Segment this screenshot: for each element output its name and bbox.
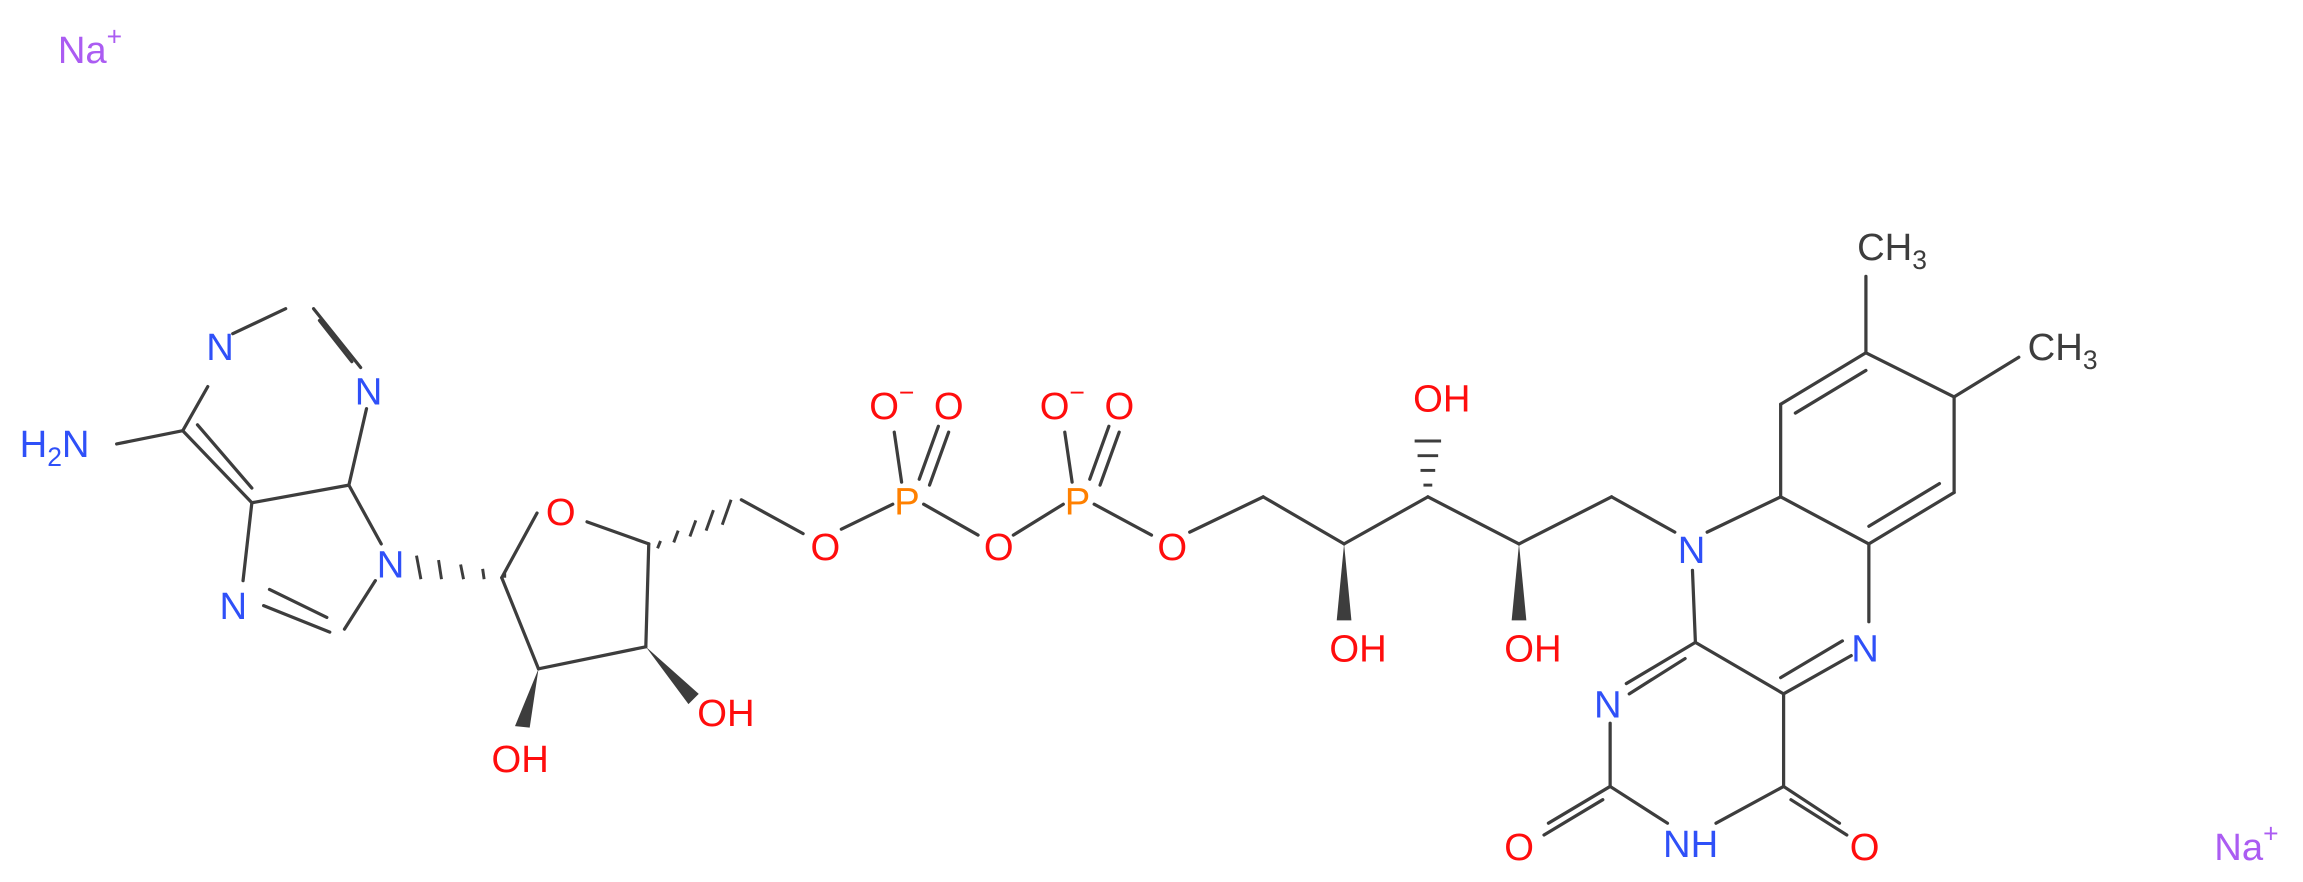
flavin-n3-h: NH xyxy=(1663,823,1718,866)
adenine-n7: N xyxy=(220,585,248,628)
bridge-oxygen: O xyxy=(984,526,1014,569)
adenine-n3: N xyxy=(355,370,383,413)
ribose-3-hydroxyl: OH xyxy=(697,692,754,735)
bonds xyxy=(115,274,2021,837)
phosphoryl-oxygen-1: O xyxy=(934,385,964,428)
ribose-2-hydroxyl: OH xyxy=(491,738,548,781)
ribityl-hydroxyl-4: OH xyxy=(1504,628,1561,671)
ribityl-hydroxyl-3: OH xyxy=(1413,378,1470,421)
carbonyl-oxygen-4: O xyxy=(1850,826,1880,869)
carbonyl-oxygen-2: O xyxy=(1504,826,1534,869)
ribose-ring-oxygen: O xyxy=(546,491,576,534)
phosphorus-1: P xyxy=(894,481,920,524)
stereo-bonds xyxy=(415,439,1527,728)
phosphoryl-oxygen-2: O xyxy=(1104,385,1134,428)
sodium-ion-top: Na+ xyxy=(58,22,122,73)
methyl-group-8: CH3 xyxy=(1857,226,1927,275)
ester-oxygen-1: O xyxy=(810,526,840,569)
methyl-group-7: CH3 xyxy=(2028,326,2098,375)
flavin-n1: N xyxy=(1594,683,1622,726)
flavin-n5: N xyxy=(1851,628,1879,671)
flavin-n10: N xyxy=(1678,529,1706,572)
sodium-ion-bottom: Na+ xyxy=(2214,818,2278,869)
adenine-n1: N xyxy=(206,326,234,369)
phosphate-oxide-1: O− xyxy=(869,377,914,428)
atom-labels: Na+ Na+ H2N N N N N O OH OH O P O− O O P… xyxy=(20,22,2279,869)
phosphate-oxide-2: O− xyxy=(1040,377,1085,428)
adenine-n9: N xyxy=(377,544,405,587)
amine-nh2: H2N xyxy=(20,423,90,472)
ribityl-hydroxyl-2: OH xyxy=(1329,628,1386,671)
ester-oxygen-2: O xyxy=(1157,526,1187,569)
phosphorus-2: P xyxy=(1065,481,1090,524)
